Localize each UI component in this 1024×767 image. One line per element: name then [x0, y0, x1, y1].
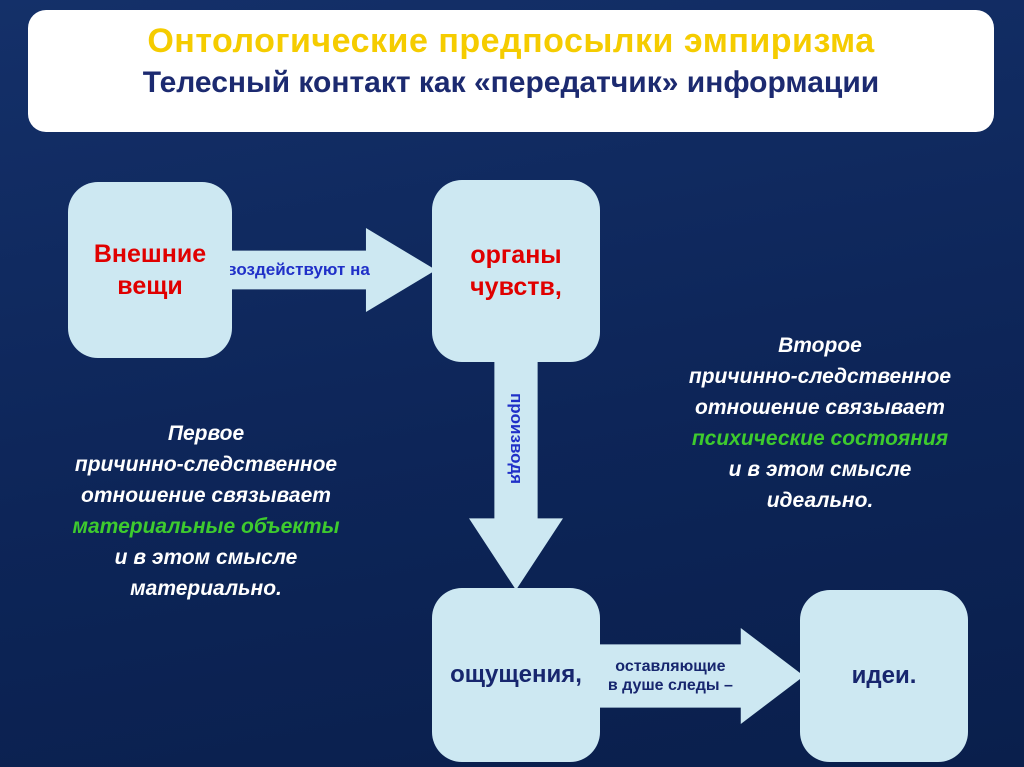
note-left-line4: и в этом смысле	[114, 546, 298, 570]
title-panel: Онтологические предпосылки эмпиризма Тел…	[28, 10, 994, 132]
note-right-line2: причинно-следственное	[688, 365, 952, 389]
producing-arrow-label: производя	[507, 393, 526, 485]
note-right-line5: идеально.	[766, 489, 874, 513]
node-ideas: идеи.	[800, 590, 968, 762]
note-right-line1: Второе	[778, 334, 862, 357]
note-first-causal-relation: Первое причинно-следственное отношение с…	[30, 418, 382, 604]
note-left-line1: Первое	[167, 422, 245, 445]
affect-arrow-label: воздействуют на	[226, 260, 370, 279]
note-left-line3: отношение связывает	[81, 484, 331, 508]
note-right-line3: отношение связывает	[695, 396, 945, 420]
right-arrow-leaving-icon: оставляющие в душе следы –	[600, 628, 804, 724]
node-sense-organs: органы чувств,	[432, 180, 600, 362]
leaving-arrow-label-line1: оставляющие	[615, 657, 726, 675]
producing-arrow-label-wrap: производя	[469, 359, 563, 518]
note-second-causal-relation: Второе причинно-следственное отношение с…	[644, 330, 996, 516]
right-arrow-affect-icon: воздействуют на	[230, 228, 436, 312]
note-right-line4: и в этом смысле	[728, 458, 912, 482]
slide-subtitle: Телесный контакт как «передатчик» информ…	[142, 66, 880, 100]
node-sensations: ощущения,	[432, 588, 600, 762]
note-left-line2: причинно-следственное	[74, 453, 338, 477]
slide-title: Онтологические предпосылки эмпиризма	[147, 22, 875, 60]
down-arrow-producing-icon: производя	[469, 359, 563, 590]
leaving-arrow-label: оставляющие в душе следы –	[600, 628, 741, 724]
note-left-line5: материально.	[130, 577, 282, 601]
leaving-arrow-label-line2: в душе следы –	[607, 677, 733, 694]
note-right-highlight: психические состояния	[691, 427, 949, 451]
node-external-things: Внешние вещи	[68, 182, 232, 358]
note-left-highlight: материальные объекты	[72, 515, 340, 539]
